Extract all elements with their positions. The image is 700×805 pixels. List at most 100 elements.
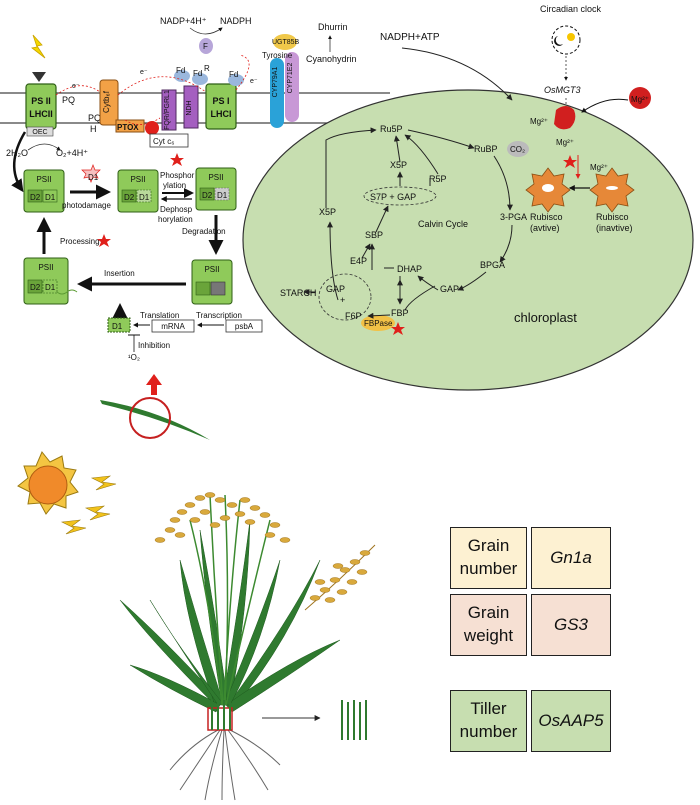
circadian-clock-icon — [551, 25, 581, 55]
mg-ion-label: Mg²⁺ — [631, 95, 649, 104]
rubisco-active — [525, 167, 571, 213]
svg-text:Phosphor: Phosphor — [160, 171, 195, 180]
svg-text:+: + — [340, 295, 345, 305]
svg-text:X5P: X5P — [319, 207, 336, 217]
osmgt3-label: OsMGT3 — [544, 85, 581, 95]
psba-label: psbA — [235, 322, 254, 331]
svg-text:PSII: PSII — [130, 175, 145, 184]
svg-text:X5P: X5P — [390, 160, 407, 170]
electron-path — [55, 54, 250, 125]
svg-text:E4P: E4P — [350, 256, 367, 266]
trait-cell-grain-weight: Grain weight — [450, 594, 527, 656]
rubisco-inactive-state: (inavtive) — [596, 223, 633, 233]
star-marker-fbpase — [391, 322, 405, 335]
ndh-label: NDH — [186, 100, 193, 115]
ptox-label: PTOX — [117, 123, 139, 132]
svg-text:Calvin Cycle: Calvin Cycle — [418, 219, 468, 229]
h-label: H — [90, 124, 97, 134]
svg-text:Fd: Fd — [229, 70, 238, 79]
rubisco-inactive-label: Rubisco — [596, 212, 629, 222]
svg-text:e⁻: e⁻ — [72, 83, 80, 90]
insertion-label: Insertion — [104, 269, 135, 278]
svg-text:D2: D2 — [30, 283, 41, 292]
svg-text:e⁻: e⁻ — [140, 69, 148, 76]
svg-text:D1: D1 — [112, 322, 123, 331]
gene-cell-gn1a: Gn1a — [531, 527, 611, 589]
cytb6f-complex: Cytb₆f — [99, 79, 119, 126]
psi-complex: PS I LHCI — [205, 83, 237, 130]
svg-text:PSII: PSII — [204, 265, 219, 274]
rubisco-active-label: Rubisco — [530, 212, 563, 222]
psii-repair-cycle: PSII D2 D1 D1 photodamage PSII D2 D1 Pho… — [11, 131, 263, 362]
oxygen-label: O₂+4H⁺ — [56, 148, 88, 158]
pq-label: PQ — [88, 113, 101, 123]
star-marker-cytc — [170, 153, 184, 166]
tiller-zoom — [341, 700, 367, 740]
degradation-label: Degradation — [182, 227, 226, 236]
svg-text:D1: D1 — [45, 283, 56, 292]
svg-text:DHAP: DHAP — [397, 264, 422, 274]
svg-text:Dephosp: Dephosp — [160, 205, 193, 214]
dhurrin-label: Dhurrin — [318, 22, 348, 32]
svg-text:D1: D1 — [45, 193, 56, 202]
rice-panicle — [304, 544, 376, 611]
svg-text:SBP: SBP — [365, 230, 383, 240]
svg-text:Fd: Fd — [176, 66, 185, 75]
svg-text:PSII: PSII — [208, 173, 223, 182]
svg-text:Fd: Fd — [193, 69, 202, 78]
singlet-oxygen-label: ¹O₂ — [128, 353, 140, 362]
cyanohydrin-label: Cyanohydrin — [306, 54, 357, 64]
pq-top-label: PQ — [62, 95, 75, 105]
psii-complex: PS II LHCII OEC — [25, 83, 57, 137]
cyp79-label: CYP79A1 — [272, 67, 279, 98]
svg-text:e⁻: e⁻ — [250, 78, 258, 85]
svg-text:RuBP: RuBP — [474, 144, 498, 154]
psi-label: PS I — [212, 96, 229, 106]
rubisco-active-state: (avtive) — [530, 223, 560, 233]
chloroplast — [242, 89, 694, 391]
sun-icon — [17, 451, 79, 515]
ugt-label: UGT85B — [272, 39, 300, 46]
nadph-label: NADPH — [220, 16, 252, 26]
leaf-zoom — [100, 374, 210, 440]
processing-label: Processing — [60, 237, 100, 246]
svg-text:PSII: PSII — [38, 263, 53, 272]
photodamage-label: photodamage — [62, 201, 111, 210]
nadph-atp-label: NADPH+ATP — [380, 32, 440, 43]
svg-text:STARCH: STARCH — [280, 288, 316, 298]
svg-text:D2: D2 — [30, 193, 41, 202]
svg-text:R: R — [204, 64, 210, 73]
translation-label: Translation — [140, 311, 179, 320]
svg-text:BPGA: BPGA — [480, 260, 505, 270]
calvin-cycle: Ru5P RuBP CO₂ X5P R5P S7P + GAP X5P Calv… — [280, 124, 529, 335]
svg-text:S7P + GAP: S7P + GAP — [370, 192, 416, 202]
svg-text:FBPase: FBPase — [364, 319, 393, 328]
svg-text:ylation: ylation — [163, 181, 186, 190]
chloroplast-label: chloroplast — [514, 310, 577, 325]
lightning-bolts — [60, 475, 117, 535]
rice-plant — [119, 492, 341, 801]
rubisco-inactive — [589, 167, 635, 213]
svg-text:D1: D1 — [217, 191, 228, 200]
mg-transporter: Mg²⁺ — [554, 87, 651, 130]
svg-text:D2: D2 — [202, 191, 213, 200]
svg-text:D2: D2 — [124, 193, 135, 202]
inhibition-label: Inhibition — [138, 341, 170, 350]
svg-text:D1: D1 — [139, 193, 150, 202]
lhci-label: LHCI — [211, 109, 232, 119]
nadp-label: NADP+4H⁺ — [160, 16, 207, 26]
svg-text:GAP: GAP — [440, 284, 459, 294]
fqr-complex: FQR/PGRL1 — [161, 89, 177, 131]
svg-text:PSII: PSII — [36, 175, 51, 184]
circadian-clock-label: Circadian clock — [540, 4, 602, 14]
svg-text:D1: D1 — [88, 173, 99, 182]
svg-text:Mg²⁺: Mg²⁺ — [590, 163, 608, 172]
svg-text:horylation: horylation — [158, 215, 193, 224]
gene-cell-osaap5: OsAAP5 — [531, 690, 611, 752]
svg-text:R5P: R5P — [429, 174, 447, 184]
svg-text:F6P: F6P — [345, 311, 362, 321]
ndh-complex: NDH — [183, 85, 199, 129]
svg-text:Mg²⁺: Mg²⁺ — [556, 138, 574, 147]
oec-label: OEC — [32, 129, 47, 136]
